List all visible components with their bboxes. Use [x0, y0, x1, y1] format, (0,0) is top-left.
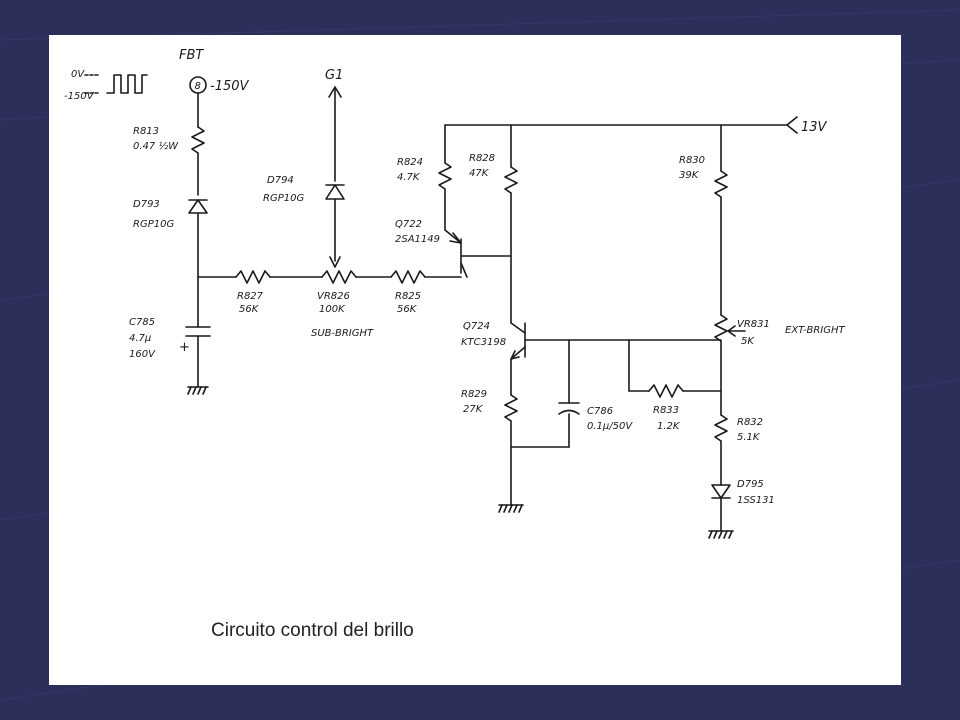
- ground-symbol-1: [187, 386, 209, 395]
- svg-text:5.1K: 5.1K: [737, 432, 761, 443]
- figure-caption: Circuito control del brillo: [211, 620, 414, 641]
- svg-text:R828: R828: [469, 153, 495, 164]
- c786-capacitor: C786 0.1μ/50V: [558, 402, 633, 432]
- wave-bottom-label: -150V: [64, 91, 95, 102]
- r830-resistor: R830 39K: [679, 155, 728, 198]
- r827-resistor: R827 56K: [235, 270, 271, 315]
- svg-text:4.7K: 4.7K: [397, 172, 421, 183]
- svg-text:1.2K: 1.2K: [657, 421, 681, 432]
- d794-diode: D794 RGP10G: [263, 175, 345, 204]
- fbt-pin-number: 8: [195, 81, 201, 92]
- svg-text:56K: 56K: [239, 304, 260, 315]
- svg-text:G1: G1: [325, 68, 343, 83]
- slide-content: 0V -150V FBT 8 -150V R813 0.47 ½W D793 R…: [49, 35, 901, 685]
- vr831-potentiometer: VR831 5K EXT-BRIGHT: [714, 314, 845, 347]
- svg-text:VR831: VR831: [737, 319, 770, 330]
- q722-transistor: Q722 2SA1149: [395, 219, 512, 278]
- q724-transistor: Q724 KTC3198: [461, 321, 526, 360]
- svg-text:0.47 ½W: 0.47 ½W: [133, 140, 179, 152]
- svg-text:R824: R824: [397, 157, 423, 168]
- svg-text:R827: R827: [237, 291, 264, 302]
- svg-text:R813: R813: [133, 126, 159, 137]
- ground-symbol-2: [498, 504, 524, 513]
- svg-text:D793: D793: [133, 199, 160, 210]
- ground-symbol-3: [708, 530, 734, 539]
- svg-text:D795: D795: [737, 479, 764, 490]
- svg-text:160V: 160V: [129, 349, 156, 360]
- svg-text:2SA1149: 2SA1149: [395, 234, 440, 245]
- svg-text:5K: 5K: [741, 336, 755, 347]
- g1-terminal: G1: [325, 68, 343, 182]
- svg-text:0.1μ/50V: 0.1μ/50V: [587, 421, 633, 432]
- svg-text:KTC3198: KTC3198: [461, 337, 506, 348]
- svg-text:R833: R833: [653, 405, 679, 416]
- fbt-label: FBT: [179, 48, 204, 63]
- fbt-terminal: FBT 8 -150V: [179, 48, 250, 94]
- fbt-voltage-label: -150V: [210, 79, 250, 94]
- svg-text:R830: R830: [679, 155, 705, 166]
- r828-resistor: R828 47K: [469, 153, 518, 194]
- svg-text:C786: C786: [587, 406, 613, 417]
- r813-resistor: R813 0.47 ½W: [133, 126, 205, 154]
- r829-resistor: R829 27K: [461, 389, 518, 422]
- svg-text:27K: 27K: [463, 404, 484, 415]
- svg-text:EXT-BRIGHT: EXT-BRIGHT: [785, 325, 845, 336]
- svg-text:56K: 56K: [397, 304, 418, 315]
- svg-text:39K: 39K: [679, 170, 700, 181]
- svg-text:Q724: Q724: [463, 321, 490, 332]
- circuit-schematic: 0V -150V FBT 8 -150V R813 0.47 ½W D793 R…: [64, 48, 845, 539]
- svg-text:100K: 100K: [319, 304, 346, 315]
- svg-text:47K: 47K: [469, 168, 490, 179]
- r824-resistor: R824 4.7K: [397, 157, 452, 190]
- svg-text:R829: R829: [461, 389, 487, 400]
- r833-resistor: R833 1.2K: [648, 384, 684, 432]
- r825-resistor: R825 56K: [390, 270, 426, 315]
- svg-text:RGP10G: RGP10G: [133, 219, 174, 230]
- svg-text:SUB-BRIGHT: SUB-BRIGHT: [311, 328, 374, 339]
- svg-text:1SS131: 1SS131: [737, 495, 775, 506]
- svg-text:C785: C785: [129, 317, 155, 328]
- svg-text:13V: 13V: [801, 120, 828, 135]
- supply-13v-terminal: 13V: [786, 116, 828, 135]
- svg-text:Q722: Q722: [395, 219, 422, 230]
- svg-text:R832: R832: [737, 417, 763, 428]
- svg-text:D794: D794: [267, 175, 294, 186]
- d793-diode: D793 RGP10G: [133, 199, 208, 230]
- svg-text:VR826: VR826: [317, 291, 350, 302]
- vr826-potentiometer: VR826 100K SUB-BRIGHT: [311, 270, 374, 339]
- svg-text:RGP10G: RGP10G: [263, 193, 304, 204]
- polarity-plus: +: [179, 340, 190, 355]
- svg-text:R825: R825: [395, 291, 421, 302]
- svg-text:4.7μ: 4.7μ: [129, 333, 151, 344]
- r832-resistor: R832 5.1K: [714, 414, 763, 443]
- fbt-waveform: 0V -150V: [64, 69, 148, 102]
- wave-top-label: 0V: [71, 69, 85, 80]
